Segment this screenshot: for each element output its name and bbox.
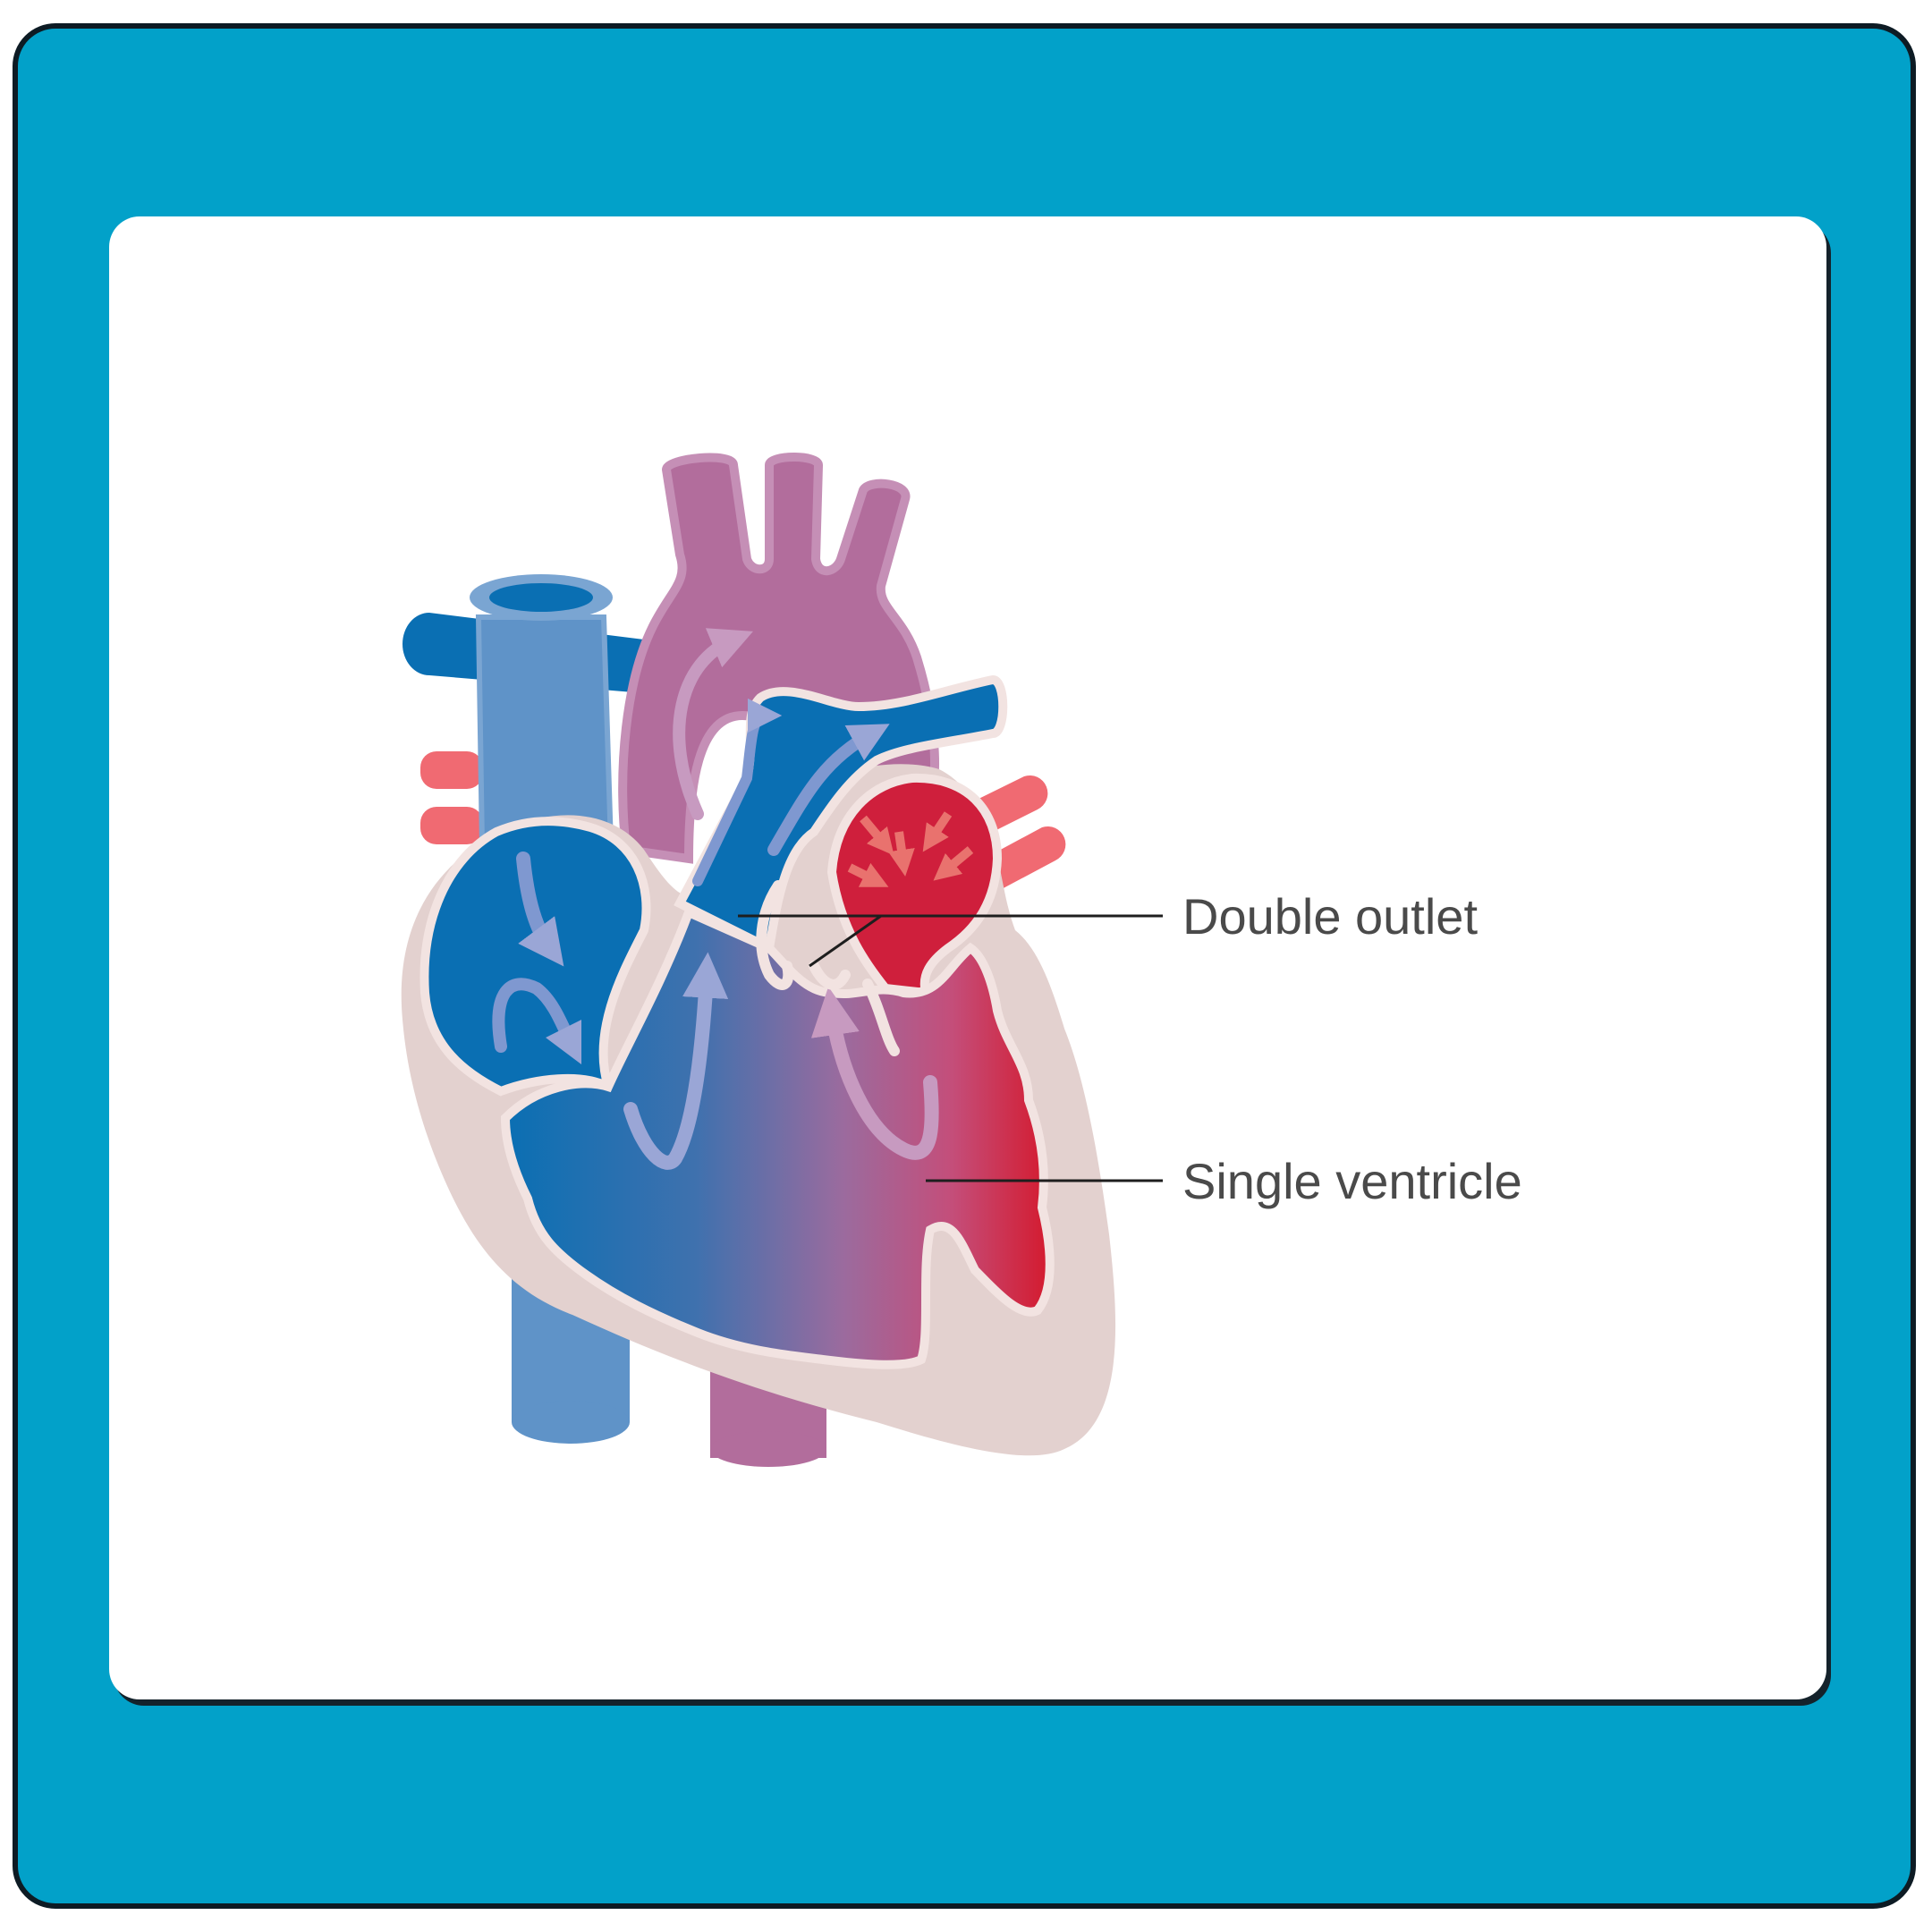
right-atrium [419, 817, 651, 1097]
valves [756, 880, 900, 1056]
left-atrium [826, 773, 1003, 998]
pulmonary-artery [674, 674, 1008, 955]
callouts: Double outlet Single ventricle [738, 888, 1522, 1209]
label-single-ventricle: Single ventricle [1182, 1153, 1522, 1209]
label-double-outlet: Double outlet [1182, 888, 1478, 945]
single-ventricle [500, 906, 1055, 1369]
